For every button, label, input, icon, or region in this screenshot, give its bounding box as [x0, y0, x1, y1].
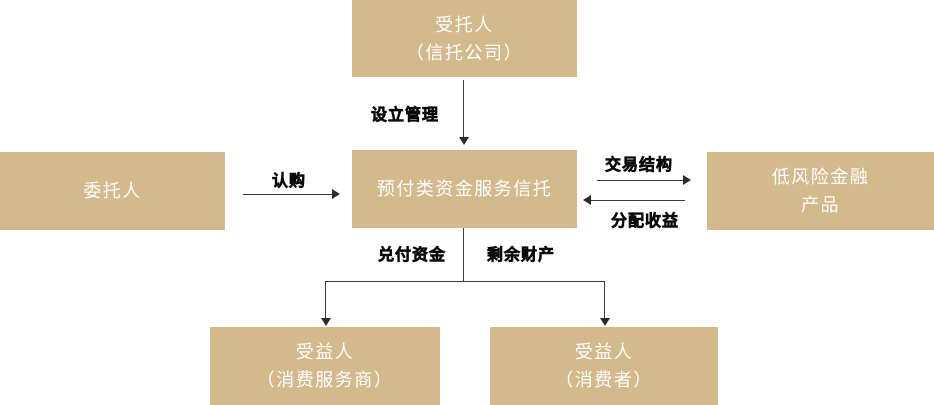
edge-label-redeem: 兑付资金: [378, 247, 447, 265]
node-products: 低风险金融 产品: [707, 152, 934, 230]
node-settlor: 委托人: [0, 152, 225, 230]
node-beneficiary-provider-line2: （消费服务商）: [256, 370, 394, 390]
edge-manage-line: [463, 80, 464, 138]
arrow-down-icon: [600, 318, 610, 326]
node-settlor-line1: 委托人: [83, 181, 142, 201]
edge-split-bar-line: [325, 281, 605, 282]
arrow-right-icon: [332, 189, 340, 199]
edge-subscribe-line: [243, 194, 333, 195]
arrow-right-icon: [683, 175, 691, 185]
edge-split-stem-line: [463, 228, 464, 282]
node-trust: 预付类资金服务信托: [352, 150, 577, 228]
node-trustee-line2: （信托公司）: [406, 42, 523, 63]
node-beneficiary-consumer: 受益人 （消费者）: [490, 327, 718, 405]
node-beneficiary-provider-line1: 受益人: [295, 342, 355, 362]
edge-invest-line: [597, 180, 684, 181]
node-trustee-line1: 受托人: [435, 14, 494, 35]
edge-label-residual: 剩余财产: [487, 247, 556, 265]
arrow-down-icon: [321, 318, 331, 326]
node-beneficiary-provider: 受益人 （消费服务商）: [210, 327, 440, 405]
node-beneficiary-consumer-line2: （消费者）: [555, 370, 653, 390]
edge-label-distribute: 分配收益: [611, 213, 680, 231]
node-products-line1: 低风险金融: [771, 167, 870, 187]
edge-distribute-line: [591, 200, 685, 201]
edge-residual-line: [604, 281, 605, 319]
node-products-line2: 产品: [801, 195, 840, 215]
arrow-left-icon: [583, 195, 591, 205]
edge-label-invest: 交易结构: [605, 157, 674, 175]
edge-redeem-line: [325, 281, 326, 319]
arrow-down-icon: [459, 137, 469, 145]
node-trust-line1: 预付类资金服务信托: [376, 179, 553, 199]
node-trustee: 受托人 （信托公司）: [352, 0, 577, 77]
edge-label-manage: 设立管理: [371, 107, 440, 125]
node-beneficiary-consumer-line1: 受益人: [574, 342, 634, 362]
edge-label-subscribe: 认购: [272, 173, 307, 191]
